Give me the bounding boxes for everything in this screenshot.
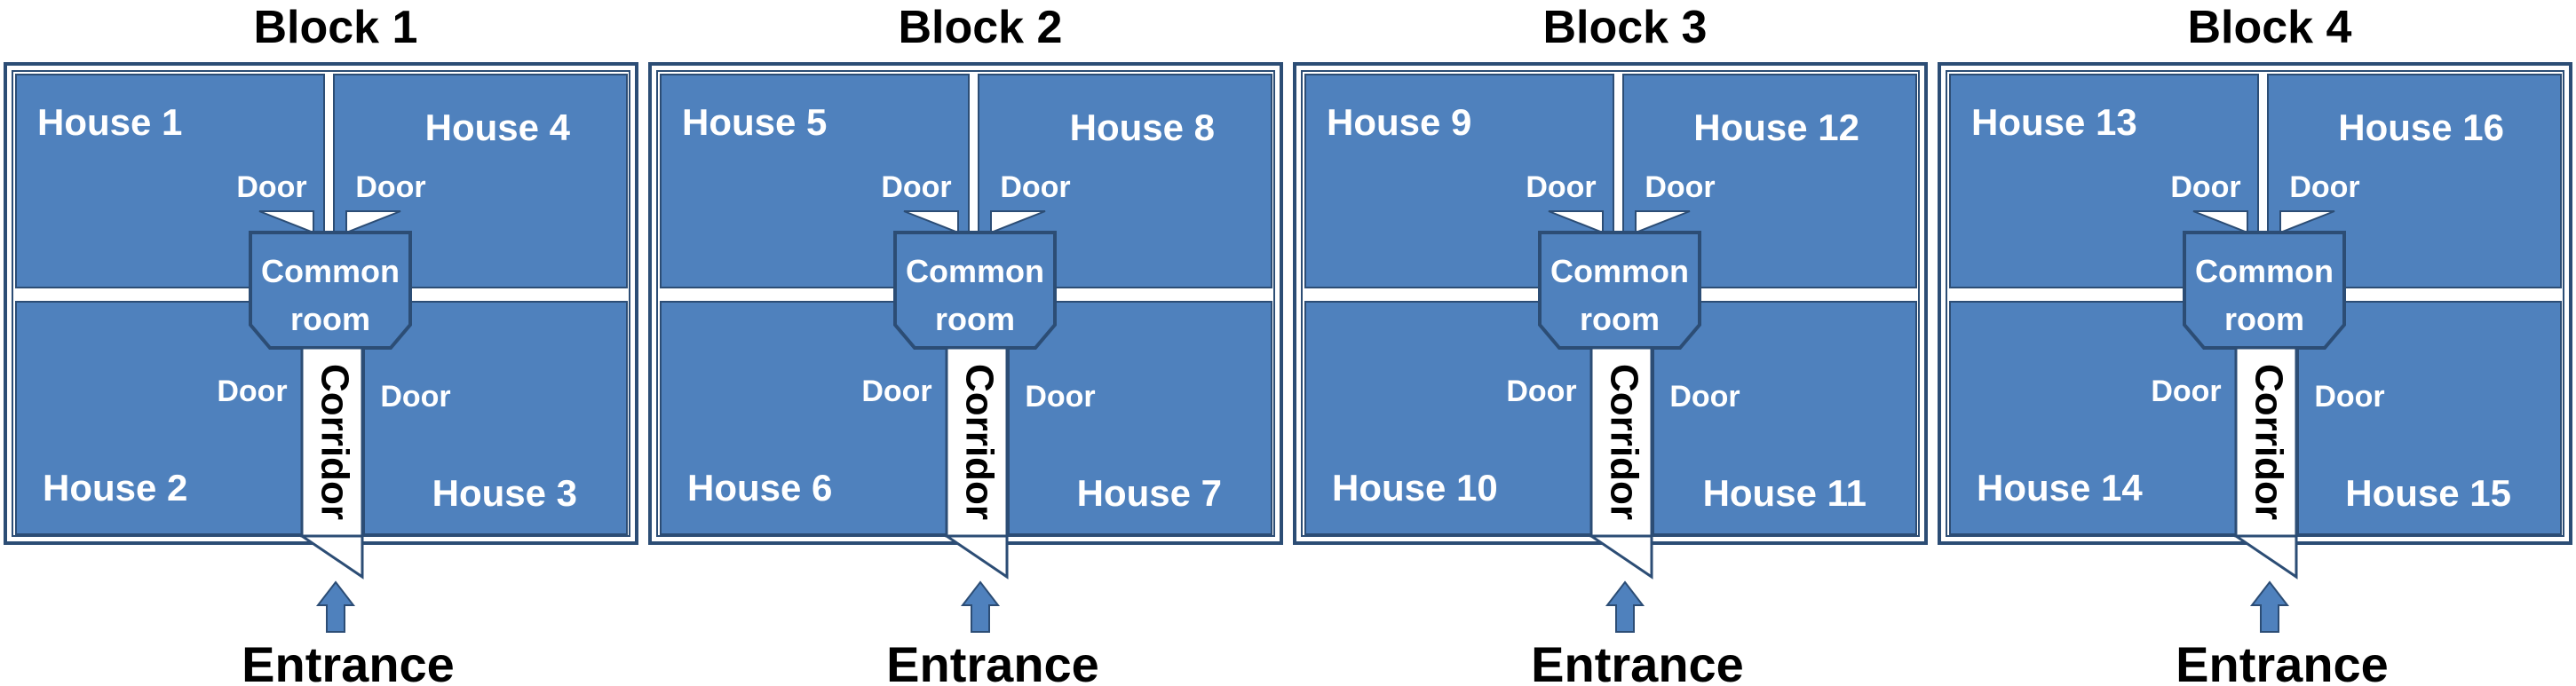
- block-title: Block 1: [254, 2, 418, 53]
- common-room-label-line1: Common: [1550, 253, 1689, 289]
- door-label: Door: [2314, 380, 2384, 414]
- house-label: House 11: [1703, 472, 1867, 514]
- house-label: House 14: [1977, 467, 2143, 509]
- door-flap-top-left: [258, 210, 314, 234]
- door-label: Door: [1506, 375, 1576, 408]
- block-2: Block 2 House 5 House 8 House 6 House 7 Commo…: [648, 2, 1283, 686]
- corridor-label: Corridor: [1602, 364, 1645, 520]
- house-label: House 7: [1077, 472, 1222, 514]
- door-label: Door: [355, 170, 425, 204]
- house-label: House 3: [432, 472, 577, 514]
- corridor-label: Corridor: [313, 364, 356, 520]
- block-1: Block 1 House 1 House 4 House 2 House 3 Commo…: [4, 2, 638, 686]
- house-label: House 4: [425, 106, 571, 148]
- house-tile: [363, 301, 628, 535]
- door-flap-top-left: [903, 210, 959, 234]
- door-label: Door: [217, 375, 287, 408]
- door-flap-top-left: [1548, 210, 1604, 234]
- entrance-arrow-icon: [315, 580, 356, 633]
- door-label: Door: [2151, 375, 2221, 408]
- block-title: Block 4: [2188, 2, 2352, 53]
- block-4: Block 4 House 13 House 16 House 14 House 15 C…: [1938, 2, 2572, 686]
- door-label: Door: [1000, 170, 1070, 204]
- entrance-arrow-icon: [1605, 580, 1645, 633]
- corridor-label: Corridor: [957, 364, 1001, 520]
- common-room-label-line2: room: [290, 301, 370, 337]
- common-room-box: [2183, 231, 2346, 350]
- door-label: Door: [861, 375, 931, 408]
- house-label: House 16: [2338, 106, 2504, 148]
- entrance-label: Entrance: [1531, 636, 1744, 686]
- block-title: Block 3: [1543, 2, 1708, 53]
- door-flap-top-right: [2279, 210, 2335, 234]
- house-label: House 12: [1693, 106, 1859, 148]
- entrance-arrow-icon: [960, 580, 1001, 633]
- house-label: House 9: [1327, 101, 1471, 143]
- door-label: Door: [2289, 170, 2359, 204]
- entrance-door-flap: [297, 534, 364, 580]
- entrance-label: Entrance: [2176, 636, 2389, 686]
- house-label: House 5: [682, 101, 827, 143]
- door-label: Door: [1669, 380, 1740, 414]
- common-room-label-line2: room: [935, 301, 1015, 337]
- door-flap-top-right: [990, 210, 1046, 234]
- door-flap-top-left: [2192, 210, 2248, 234]
- house-label: House 10: [1332, 467, 1498, 509]
- house-tile: [2297, 301, 2562, 535]
- block-3: Block 3 House 9 House 12 House 10 House 11 Co…: [1293, 2, 1928, 686]
- entrance-door-flap: [2231, 534, 2298, 580]
- entrance-door-flap: [1587, 534, 1653, 580]
- door-label: Door: [380, 380, 450, 414]
- common-room-label-line2: room: [1580, 301, 1660, 337]
- house-label: House 8: [1070, 106, 1215, 148]
- house-label: House 2: [43, 467, 187, 509]
- common-room-label-line2: room: [2224, 301, 2304, 337]
- entrance-arrow-icon: [2249, 580, 2290, 633]
- house-tile: [1008, 301, 1272, 535]
- entrance-label: Entrance: [886, 636, 1099, 686]
- door-label: Door: [1025, 380, 1095, 414]
- common-room-box: [893, 231, 1057, 350]
- entrance-label: Entrance: [242, 636, 455, 686]
- corridor-label: Corridor: [2247, 364, 2290, 520]
- house-label: House 6: [687, 467, 832, 509]
- door-label: Door: [1526, 170, 1596, 204]
- common-room-label-line1: Common: [2195, 253, 2334, 289]
- door-label: Door: [1645, 170, 1715, 204]
- common-room-label-line1: Common: [261, 253, 400, 289]
- door-label: Door: [881, 170, 951, 204]
- house-label: House 1: [37, 101, 182, 143]
- block-title: Block 2: [899, 2, 1063, 53]
- door-flap-top-right: [1635, 210, 1691, 234]
- corridor: [300, 346, 364, 538]
- corridor: [2234, 346, 2298, 538]
- house-tile: [1653, 301, 1917, 535]
- common-room-box: [249, 231, 412, 350]
- entrance-door-flap: [942, 534, 1009, 580]
- common-room-box: [1538, 231, 1701, 350]
- common-room-label-line1: Common: [906, 253, 1044, 289]
- door-flap-top-right: [345, 210, 401, 234]
- house-label: House 15: [2345, 472, 2511, 514]
- house-label: House 13: [1971, 101, 2137, 143]
- door-label: Door: [236, 170, 306, 204]
- door-label: Door: [2170, 170, 2240, 204]
